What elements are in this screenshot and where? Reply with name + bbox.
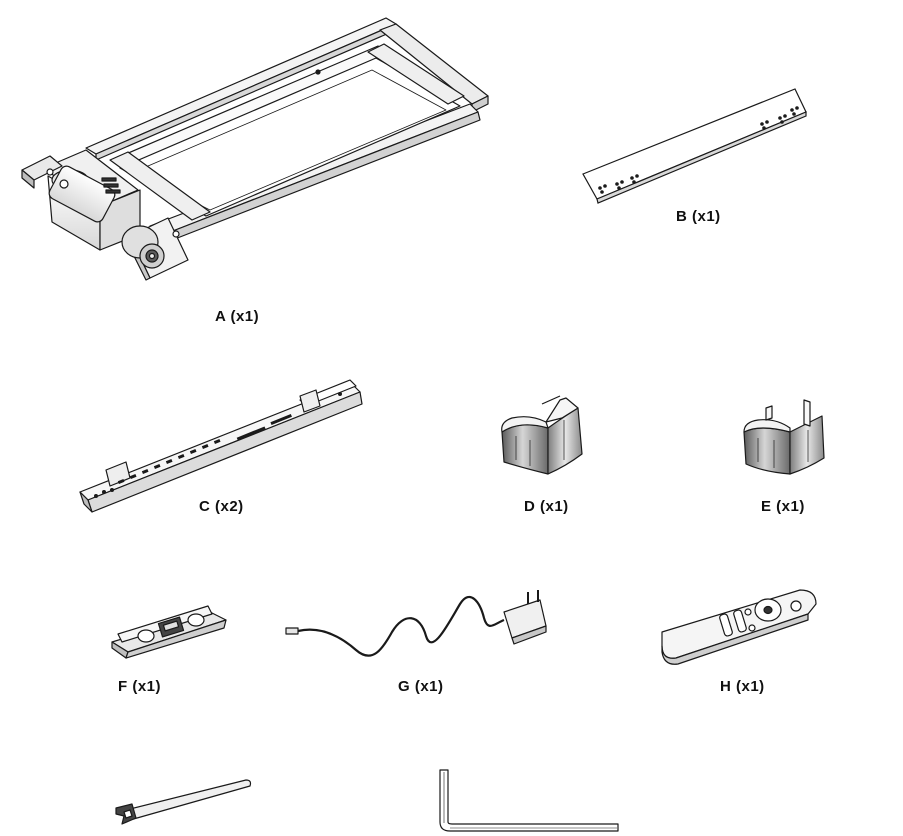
spirit-level-icon xyxy=(111,605,227,659)
part-label-c: C (x2) xyxy=(199,498,244,515)
part-label-g: G (x1) xyxy=(398,678,444,695)
part-label-f: F (x1) xyxy=(118,678,162,695)
part-label-a: A (x1) xyxy=(215,308,260,325)
frame-base-icon xyxy=(21,17,489,281)
part-label-h: H (x1) xyxy=(720,678,765,695)
power-adapter-icon xyxy=(285,590,547,657)
cable-cover-icon xyxy=(501,395,583,475)
mounting-plate-icon xyxy=(582,88,807,204)
side-bracket-icon xyxy=(79,379,363,513)
velcro-strap-icon xyxy=(115,779,252,825)
remote-control-icon xyxy=(661,589,817,665)
part-label-d: D (x1) xyxy=(524,498,569,515)
part-label-e: E (x1) xyxy=(761,498,805,515)
part-label-b: B (x1) xyxy=(676,208,721,225)
allen-key-icon xyxy=(439,769,619,832)
cable-clip-icon xyxy=(743,399,825,475)
